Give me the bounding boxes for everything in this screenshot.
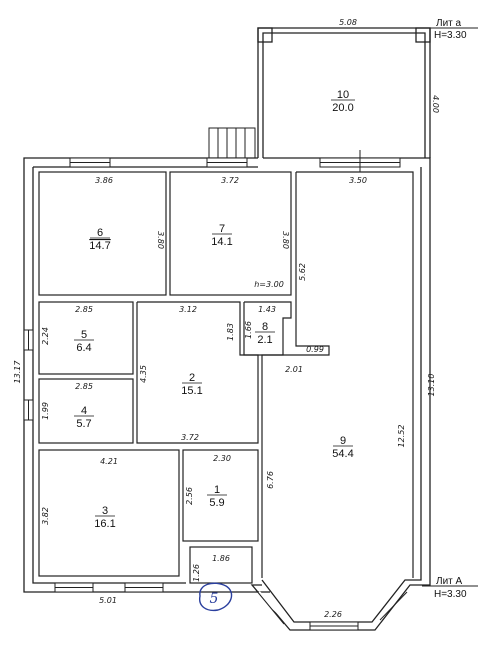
dim-1.83: 1.83: [226, 323, 235, 341]
dimension-labels: 5.08 4.00 3.86 3.72 3.50 3.80 3.80 h=3.0…: [13, 18, 440, 619]
dim-2.56: 2.56: [185, 487, 194, 505]
dim-0.99: 0.99: [306, 345, 324, 354]
dim-3.80-room6: 3.80: [156, 231, 165, 249]
dim-3.50: 3.50: [349, 176, 367, 185]
windows: [23, 150, 408, 631]
annex-outline: [257, 27, 431, 158]
handwritten-mark: 5: [199, 582, 233, 612]
dim-4.35: 4.35: [139, 365, 148, 383]
room-5-area: 6.4: [76, 342, 91, 354]
room-10-area: 20.0: [332, 102, 353, 114]
room-2-area: 15.1: [181, 385, 202, 397]
interior-walls: [38, 171, 414, 584]
room-3-area: 16.1: [94, 518, 115, 530]
lit-A-label: Лит А: [436, 576, 463, 587]
dim-5.08: 5.08: [339, 18, 357, 27]
room-10-number: 10: [337, 89, 349, 101]
dim-12.52: 12.52: [397, 425, 406, 448]
dim-5.01: 5.01: [99, 596, 117, 605]
room-8-area: 2.1: [257, 334, 272, 346]
dim-13.10: 13.10: [427, 374, 436, 397]
room-3-number: 3: [102, 505, 108, 517]
dim-2.01: 2.01: [285, 365, 303, 374]
ceiling-height-label: h=3.00: [254, 280, 284, 289]
room-4-area: 5.7: [76, 418, 91, 430]
dim-2.85-room4: 2.85: [75, 382, 93, 391]
dim-3.12: 3.12: [179, 305, 197, 314]
room-6-number: 6: [97, 227, 103, 239]
dim-6.76: 6.76: [266, 471, 275, 489]
dim-4.00: 4.00: [431, 95, 440, 113]
lit-a-height: H=3.30: [434, 30, 467, 41]
dim-2.26: 2.26: [324, 610, 342, 619]
room-7-area: 14.1: [211, 236, 232, 248]
area-underlines: [74, 99, 355, 517]
room-9-area: 54.4: [332, 448, 353, 460]
dim-3.82: 3.82: [41, 507, 50, 525]
dim-3.86: 3.86: [95, 176, 113, 185]
room-4-number: 4: [81, 405, 87, 417]
room-8-number: 8: [262, 321, 268, 333]
dim-3.72-bottom: 3.72: [181, 433, 199, 442]
lit-A-height: H=3.30: [434, 589, 467, 600]
dim-5.62: 5.62: [298, 263, 307, 281]
room-6-area: 14.7: [89, 240, 110, 252]
dim-2.85-room5: 2.85: [75, 305, 93, 314]
room-5-number: 5: [81, 329, 87, 341]
room-9-number: 9: [340, 435, 346, 447]
room-2-number: 2: [189, 372, 195, 384]
handwritten-digit: 5: [210, 591, 219, 607]
dim-1.26: 1.26: [192, 564, 201, 582]
dim-2.24: 2.24: [41, 327, 50, 345]
room-1-area: 5.9: [209, 497, 224, 509]
dim-1.66: 1.66: [244, 321, 253, 339]
dim-13.17: 13.17: [13, 360, 22, 384]
room-1-number: 1: [214, 484, 220, 496]
entrance-steps: [208, 127, 256, 159]
dim-4.21: 4.21: [100, 457, 118, 466]
dim-1.99: 1.99: [41, 402, 50, 420]
lit-a-label: Лит а: [436, 18, 462, 29]
room-7-number: 7: [219, 223, 225, 235]
dim-3.72-top: 3.72: [221, 176, 239, 185]
dim-3.80-room7: 3.80: [281, 231, 290, 249]
dim-2.30: 2.30: [213, 454, 231, 463]
room-labels: 6 14.7 7 14.1 5 6.4 4 5.7 2 15.1 8 2.1 3…: [76, 89, 353, 530]
dim-1.43: 1.43: [258, 305, 276, 314]
dim-1.86: 1.86: [212, 554, 230, 563]
building-labels: Лит а H=3.30 Лит А H=3.30: [418, 18, 478, 600]
